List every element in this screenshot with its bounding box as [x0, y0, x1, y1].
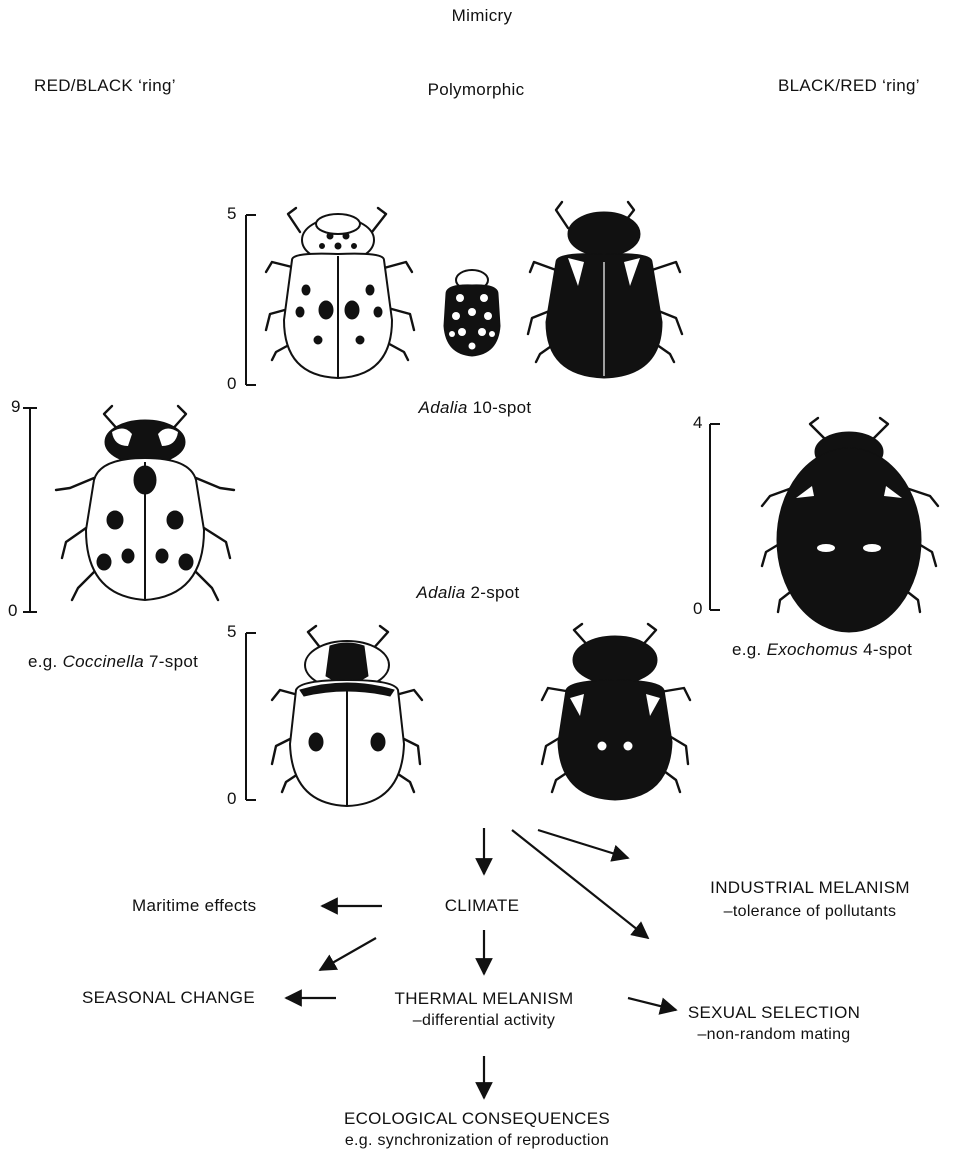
beetle-exochomus-4spot — [762, 418, 938, 632]
sexual-subtitle: –non-random mating — [688, 1024, 860, 1046]
industrial-title: INDUSTRIAL MELANISM — [710, 876, 910, 900]
arrow-to-industrial — [538, 830, 628, 858]
scale-bottom-center-max: 5 — [227, 622, 237, 642]
beetle-adalia-10spot-light — [266, 208, 414, 378]
thermal-subtitle: –differential activity — [395, 1010, 574, 1032]
label-seasonal-change: SEASONAL CHANGE — [82, 988, 255, 1008]
scale-left-max: 9 — [11, 397, 21, 417]
arrow-thermal-to-sexual — [628, 998, 676, 1010]
species-name: 2-spot — [465, 583, 519, 602]
arrow-to-sexual-selection — [512, 830, 648, 938]
scale-bar-left — [23, 408, 37, 612]
beetle-adalia-10spot-chequered — [444, 270, 500, 356]
thermal-title: THERMAL MELANISM — [395, 988, 574, 1010]
scale-bar-bottom-center — [246, 633, 256, 800]
genus-exochomus: Exochomus — [767, 640, 859, 659]
label-adalia-10-spot: Adalia 10-spot — [419, 398, 532, 418]
scale-right-min: 0 — [693, 599, 703, 619]
diagram-title: Mimicry — [452, 6, 513, 26]
industrial-subtitle: –tolerance of pollutants — [710, 900, 910, 924]
label-sexual-selection: SEXUAL SELECTION –non-random mating — [688, 1002, 860, 1046]
label-industrial-melanism: INDUSTRIAL MELANISM –tolerance of pollut… — [710, 876, 910, 924]
scale-top-center-min: 0 — [227, 374, 237, 394]
label-black-red-ring: BLACK/RED ‘ring’ — [778, 76, 920, 96]
ecological-subtitle: e.g. synchronization of reproduction — [344, 1130, 610, 1152]
label-maritime-effects: Maritime effects — [132, 896, 256, 916]
arrow-to-seasonal-diag — [320, 938, 376, 970]
label-polymorphic: Polymorphic — [428, 80, 525, 100]
label-exochomus-4-spot: e.g. Exochomus 4-spot — [732, 640, 912, 660]
scale-top-center-max: 5 — [227, 204, 237, 224]
genus-adalia: Adalia — [416, 583, 465, 602]
ecological-title: ECOLOGICAL CONSEQUENCES — [344, 1108, 610, 1130]
genus-adalia: Adalia — [419, 398, 468, 417]
beetle-adalia-10spot-melanic — [528, 202, 682, 378]
label-red-black-ring: RED/BLACK ‘ring’ — [34, 76, 176, 96]
scale-bottom-center-min: 0 — [227, 789, 237, 809]
species-name: 4-spot — [858, 640, 912, 659]
label-coccinella-7-spot: e.g. Coccinella 7-spot — [28, 652, 198, 672]
arrows — [286, 828, 676, 1098]
genus-coccinella: Coccinella — [63, 652, 144, 671]
beetle-adalia-2spot-melanic — [542, 624, 690, 800]
example-prefix: e.g. — [732, 640, 767, 659]
label-adalia-2-spot: Adalia 2-spot — [416, 583, 519, 603]
example-prefix: e.g. — [28, 652, 63, 671]
label-climate: CLIMATE — [445, 896, 520, 916]
beetle-coccinella-7spot — [56, 406, 234, 600]
label-thermal-melanism: THERMAL MELANISM –differential activity — [395, 988, 574, 1032]
species-name: 10-spot — [468, 398, 532, 417]
beetle-adalia-2spot-light — [272, 626, 422, 806]
scale-bar-right — [710, 424, 720, 610]
scale-left-min: 0 — [8, 601, 18, 621]
sexual-title: SEXUAL SELECTION — [688, 1002, 860, 1024]
label-ecological-consequences: ECOLOGICAL CONSEQUENCES e.g. synchroniza… — [344, 1108, 610, 1152]
scale-right-max: 4 — [693, 413, 703, 433]
scale-bar-top-center — [246, 215, 256, 385]
species-name: 7-spot — [144, 652, 198, 671]
